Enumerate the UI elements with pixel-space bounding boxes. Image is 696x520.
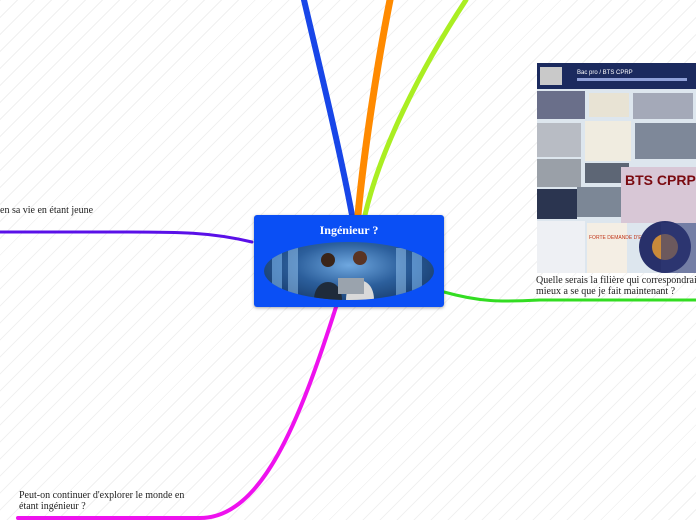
bts-cprp-poster: Bac pro / BTS CPRP BTS CPRP FORTE DEMAND… [537, 63, 696, 273]
poster-big-label: BTS CPRP [625, 172, 696, 188]
topic-bottom-left[interactable]: Peut-on continuer d'explorer le monde en… [19, 490, 191, 512]
poster-art: Bac pro / BTS CPRP BTS CPRP FORTE DEMAND… [537, 63, 696, 273]
engineers-photo-art [264, 242, 434, 300]
central-topic[interactable]: Ingénieur ? [254, 215, 444, 307]
topic-right[interactable]: Quelle serais la filière qui correspondr… [536, 275, 696, 297]
branch-top-green [365, 0, 466, 215]
topic-left[interactable]: en sa vie en étant jeune [0, 205, 200, 216]
central-title: Ingénieur ? [254, 223, 444, 238]
branch-top-blue [304, 0, 352, 215]
branch-left [0, 232, 252, 242]
poster-header: Bac pro / BTS CPRP [577, 70, 633, 76]
branch-bottom-left [18, 307, 336, 518]
engineers-photo [264, 242, 434, 300]
